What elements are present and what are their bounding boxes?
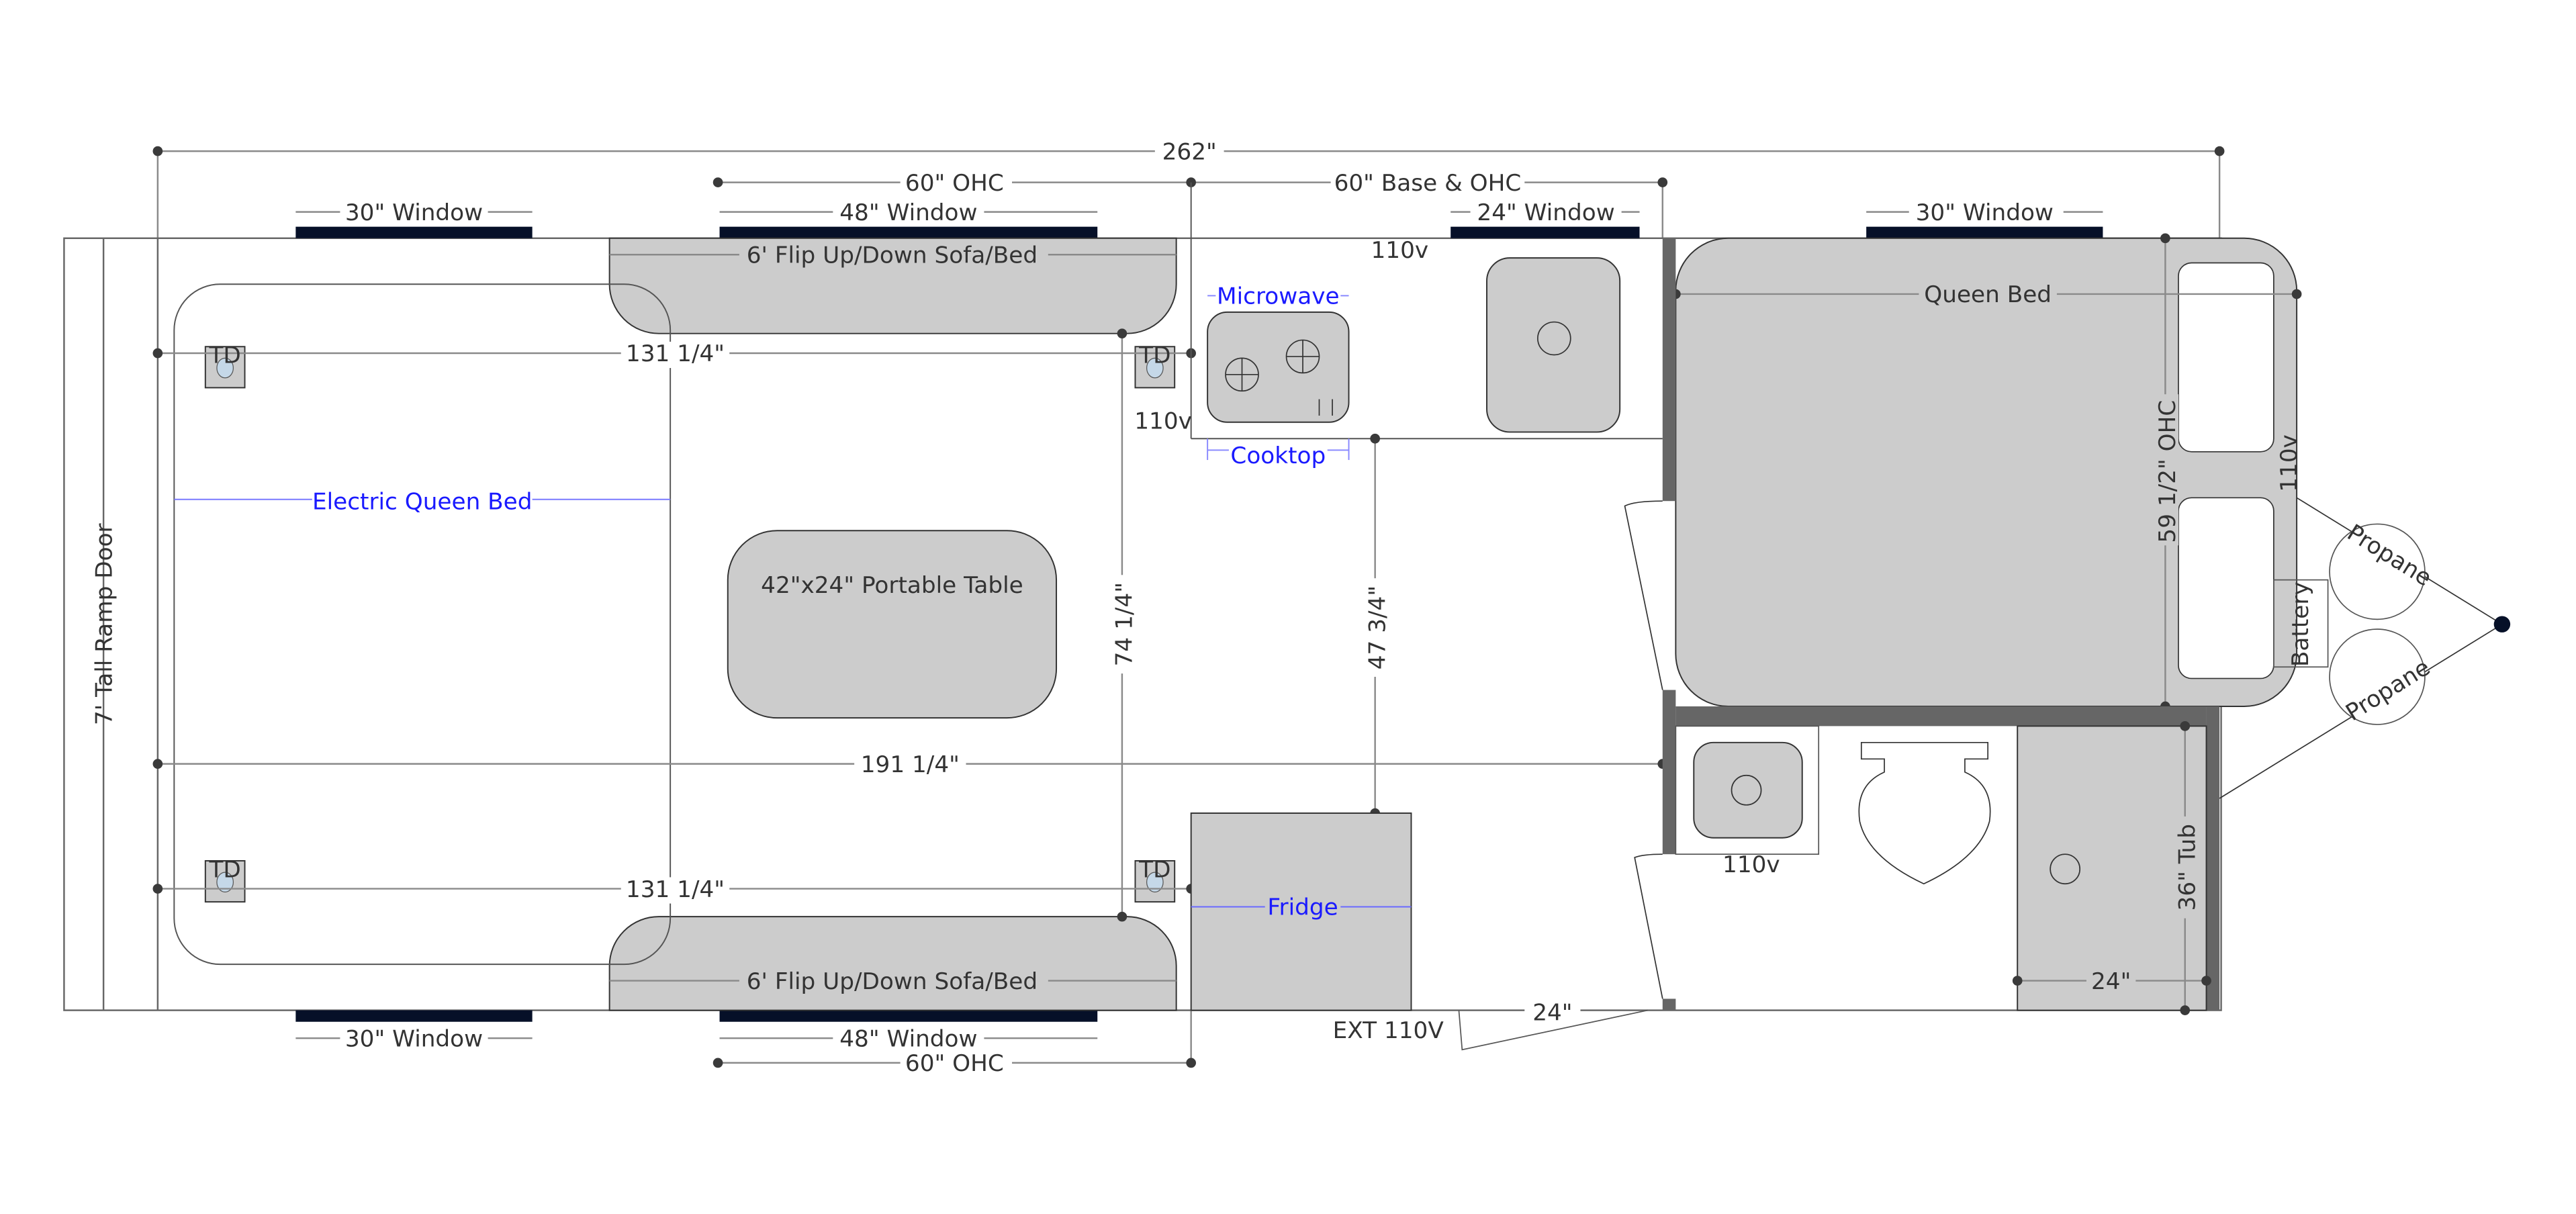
outlet-label: 110v xyxy=(1371,237,1429,264)
queen-bed-label: Queen Bed xyxy=(1924,281,2052,308)
overall-length-label: 262" xyxy=(1162,138,1217,165)
ramp-door-label: 7' Tall Ramp Door xyxy=(91,522,118,725)
td-span-bottom-label: 131 1/4" xyxy=(626,876,725,903)
td-label: TD xyxy=(1138,342,1170,369)
microwave-label: Microwave xyxy=(1217,283,1340,310)
outlet-label: 110v xyxy=(1722,851,1780,878)
propane-tank xyxy=(2329,523,2426,620)
window-label: 30" Window xyxy=(1916,199,2054,226)
burner-icon xyxy=(1225,339,1333,416)
propane-tank xyxy=(2329,628,2426,725)
sofa-bottom xyxy=(608,916,1177,1011)
td-span-top-label: 131 1/4" xyxy=(626,340,725,367)
window-label: 48" Window xyxy=(839,199,977,226)
outlet-label: 110v xyxy=(2276,434,2303,492)
door-width-label: 24" xyxy=(1532,999,1572,1026)
bedroom-door-swing xyxy=(1624,500,1663,690)
walls xyxy=(1662,238,2220,1011)
sofa-bottom-label: 6' Flip Up/Down Sofa/Bed xyxy=(747,968,1038,995)
dimension-overall: 262" xyxy=(152,138,2225,238)
base-ohc-label: 60" Base & OHC xyxy=(1334,170,1522,197)
width-74-label: 74 1/4" xyxy=(1111,582,1138,666)
kitchen-counter: Microwave Cooktop 110v 110v xyxy=(1134,182,1663,469)
tub-width-label: 24" xyxy=(2091,968,2131,995)
kitchen-sink xyxy=(1486,257,1621,433)
tub-length-label: 36" Tub xyxy=(2174,824,2201,910)
battery-label: Battery xyxy=(2287,581,2314,667)
tie-downs xyxy=(204,346,1176,903)
bed-cabinet xyxy=(2178,497,2274,680)
fridge-label: Fridge xyxy=(1267,894,1338,921)
sofa-top-label: 6' Flip Up/Down Sofa/Bed xyxy=(747,242,1038,269)
cooktop-label: Cooktop xyxy=(1230,442,1326,469)
dimension-ohc-bottom: 60" OHC xyxy=(712,1010,1196,1077)
interior-length-label: 191 1/4" xyxy=(861,751,960,778)
vanity xyxy=(1675,725,1820,855)
td-label: TD xyxy=(209,856,241,883)
outlet-label: 110v xyxy=(1134,408,1192,435)
bathroom-sink xyxy=(1693,741,1803,839)
width-47-label: 47 3/4" xyxy=(1364,586,1391,669)
hitch-point xyxy=(2493,616,2511,633)
cooktop xyxy=(1207,311,1350,423)
portable-table xyxy=(727,530,1058,719)
td-span-dimensions: TD TD TD TD 131 1/4" 131 1/4" xyxy=(152,340,1196,904)
window-label: 30" Window xyxy=(345,1025,483,1052)
entry-door-swing xyxy=(1458,1009,1648,1051)
ohc-bottom-label: 60" OHC xyxy=(905,1050,1004,1077)
dimension-ohc-top: 60" OHC 60" Base & OHC xyxy=(712,169,1668,238)
battery xyxy=(2273,579,2329,668)
ext-outlet-label: EXT 110V xyxy=(1333,1017,1444,1044)
bed-cabinet xyxy=(2178,262,2274,453)
electric-queen-bed xyxy=(173,283,672,966)
electric-bed-label: Electric Queen Bed xyxy=(312,488,533,515)
toilet xyxy=(1858,741,1991,885)
queen-bed xyxy=(1675,237,2298,707)
window-label: 48" Window xyxy=(839,1025,977,1052)
bathroom-door-swing xyxy=(1634,853,1663,999)
window-label: 30" Window xyxy=(345,199,483,226)
windows: 30" Window 48" Window 24" Window 30" Win… xyxy=(295,199,2103,1052)
window-label: 24" Window xyxy=(1477,199,1614,226)
td-label: TD xyxy=(209,342,241,369)
table-label: 42"x24" Portable Table xyxy=(761,572,1023,599)
td-label: TD xyxy=(1138,856,1170,883)
ohc-top-label: 60" OHC xyxy=(905,170,1004,197)
queen-ohc-label: 59 1/2" OHC xyxy=(2154,400,2181,543)
